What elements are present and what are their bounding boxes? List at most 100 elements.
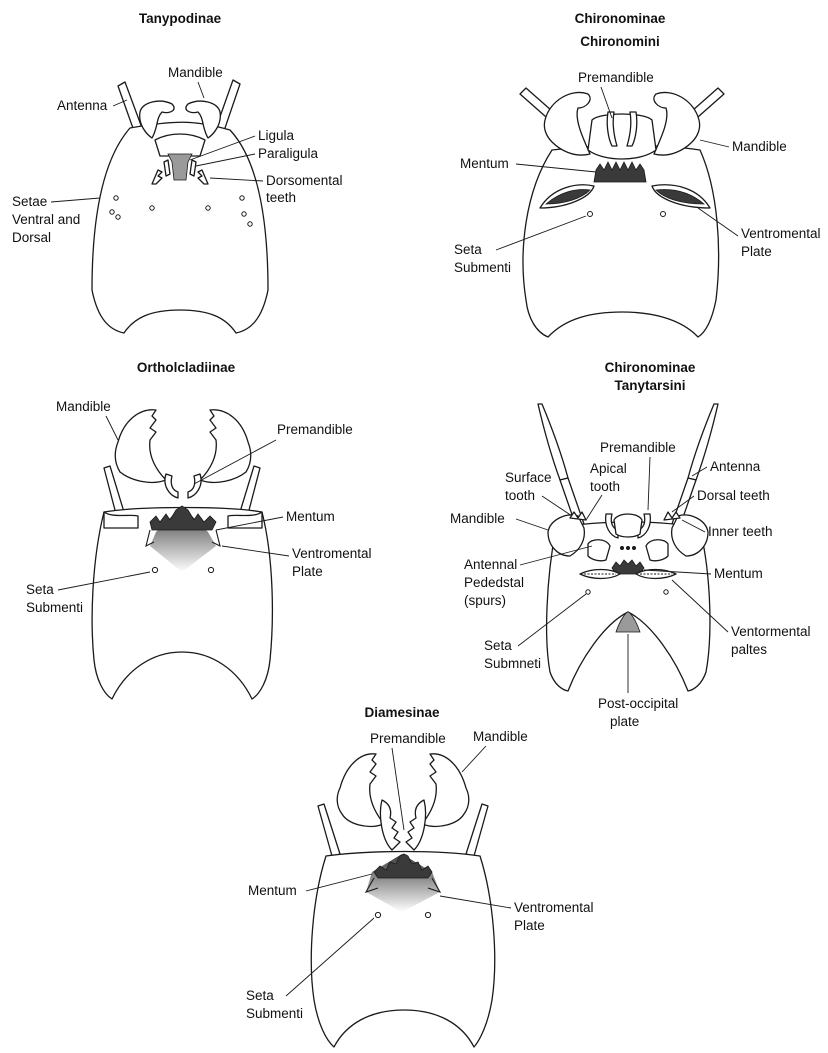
seta <box>208 567 213 572</box>
label-apical-tooth: Apical <box>590 461 627 476</box>
label-setae: Ventral and <box>12 212 80 227</box>
leader-line <box>392 748 404 830</box>
leader-line <box>516 519 548 530</box>
label-dorsomental: Dorsomental <box>266 173 343 188</box>
label-ventromental: Ventromental <box>514 900 594 915</box>
panel-title: Tanypodinae <box>139 11 222 26</box>
label-mentum: Mentum <box>460 156 509 171</box>
seta <box>588 212 593 217</box>
label-surface-tooth: tooth <box>505 488 535 503</box>
seta <box>110 210 114 214</box>
label-antennal-pedestal: Antennal <box>464 557 517 572</box>
leader-line <box>586 495 602 520</box>
premandible <box>188 474 201 498</box>
leader-line <box>462 746 486 772</box>
label-ventromental: Plate <box>292 564 323 579</box>
panel-title: Chironominae <box>575 11 666 26</box>
label-premandible: Premandible <box>370 731 446 746</box>
seta <box>375 912 380 917</box>
antenna <box>466 804 488 856</box>
label-mandible: Mandible <box>168 65 223 80</box>
panel-diamesinae: Diamesinae Premandible Mandible Mentum V… <box>246 705 594 1047</box>
label-ventromental: Ventormental <box>731 624 811 639</box>
labrum <box>155 134 205 156</box>
label-dorsomental: teeth <box>266 190 296 205</box>
label-mandible: Mandible <box>473 729 528 744</box>
antenna <box>318 804 340 856</box>
mandible <box>654 92 700 155</box>
label-setae: Dorsal <box>12 230 51 245</box>
label-premandible: Premandible <box>578 70 654 85</box>
seta <box>661 212 666 217</box>
antenna <box>538 404 568 480</box>
seta <box>152 567 157 572</box>
leader-line <box>51 198 100 202</box>
label-mentum: Mentum <box>248 883 297 898</box>
label-seta: Seta <box>484 638 512 653</box>
panel-title: Tanytarsini <box>614 378 685 393</box>
seta <box>664 590 668 594</box>
label-paraligula: Paraligula <box>258 146 319 161</box>
label-antenna: Antenna <box>710 459 761 474</box>
label-antenna: Antenna <box>57 98 108 113</box>
seta <box>425 912 430 917</box>
mandible <box>337 754 384 827</box>
panel-orthocladiinae: Ortholcladiinae Mandible Premandible Men… <box>26 360 372 699</box>
spur <box>632 546 636 550</box>
panel-title: Diamesinae <box>364 705 440 720</box>
label-seta: Seta <box>246 988 274 1003</box>
label-ventromental: Ventromental <box>292 546 372 561</box>
antenna <box>118 82 142 131</box>
label-post-occipital: Post-occipital <box>598 696 678 711</box>
seta <box>150 206 154 210</box>
label-antennal-pedestal: Pededstal <box>464 575 524 590</box>
label-dorsal-teeth: Dorsal teeth <box>697 488 770 503</box>
seta <box>248 222 252 226</box>
label-mandible: Mandible <box>732 139 787 154</box>
label-seta: Seta <box>26 582 54 597</box>
mandible <box>200 410 251 483</box>
label-surface-tooth: Surface <box>505 470 552 485</box>
leader-line <box>601 87 612 118</box>
seta <box>586 590 590 594</box>
label-mentum: Mentum <box>714 566 763 581</box>
label-inner-teeth: Inner teeth <box>708 524 773 539</box>
label-seta: Submenti <box>26 600 83 615</box>
label-ligula: Ligula <box>258 128 295 143</box>
leader-line <box>648 457 650 510</box>
seta <box>240 196 244 200</box>
premandible <box>380 800 400 850</box>
premandible <box>406 800 426 850</box>
label-seta: Submneti <box>484 656 541 671</box>
panel-title: Chironominae <box>605 360 696 375</box>
seta <box>206 206 210 210</box>
antennal-pedestal <box>588 540 610 561</box>
seta <box>116 215 120 219</box>
panel-title: Ortholcladiinae <box>137 360 236 375</box>
label-setae: Setae <box>12 194 47 209</box>
leader-line <box>198 82 204 98</box>
label-ventromental: Plate <box>741 244 772 259</box>
spur <box>620 546 624 550</box>
panel-tanytarsini: Chironominae Tanytarsini <box>450 360 811 729</box>
label-ventromental: Ventromental <box>741 226 821 241</box>
leader-line <box>700 140 729 147</box>
panel-title: Chironomini <box>580 34 660 49</box>
label-mandible: Mandible <box>56 399 111 414</box>
label-apical-tooth: tooth <box>590 479 620 494</box>
label-mentum: Mentum <box>286 509 335 524</box>
seta <box>114 196 118 200</box>
label-premandible: Premandible <box>600 440 676 455</box>
mandible <box>115 410 166 483</box>
mandible <box>422 754 469 827</box>
panel-chironomini: Chironominae Chironomini Premandible Men… <box>454 11 821 337</box>
mandible <box>544 92 590 155</box>
labrum <box>588 114 656 159</box>
label-ventromental: paltes <box>731 642 767 657</box>
label-seta: Submenti <box>246 1006 303 1021</box>
seta <box>242 212 246 216</box>
spur <box>626 546 630 550</box>
panel-tanypodinae: Tanypodinae Mandible Antenna Ligula <box>12 11 343 333</box>
label-antennal-pedestal: (spurs) <box>464 593 506 608</box>
